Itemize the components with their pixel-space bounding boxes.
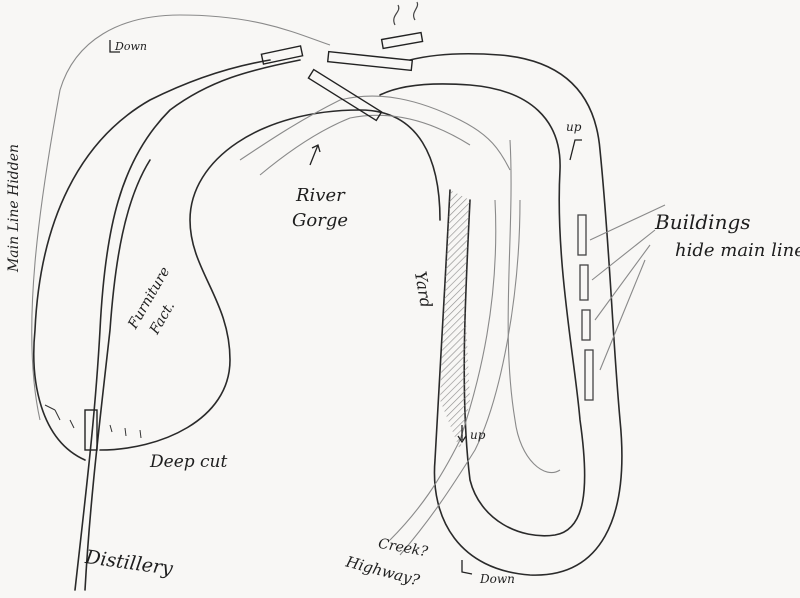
steam-squiggles <box>393 1 419 26</box>
deep-cut-bridge <box>84 409 98 451</box>
bridge-3 <box>307 68 383 122</box>
building-pointers <box>589 204 666 371</box>
label-main-line-hidden: Main Line Hidden <box>6 143 23 273</box>
label-deep-cut: Deep cut <box>150 452 228 472</box>
label-gorge: Gorge <box>292 210 348 231</box>
label-down-bottom: Down <box>480 572 515 586</box>
river <box>239 95 511 171</box>
outer-main-line <box>31 14 331 421</box>
bridge-4 <box>380 31 424 50</box>
yard-shading <box>440 190 470 450</box>
river-2 <box>259 114 471 176</box>
label-up-right: up <box>566 120 582 134</box>
yard-inner <box>379 83 586 537</box>
down-arrow-bottom <box>461 560 473 575</box>
buildings <box>577 214 594 401</box>
outer-loop-left <box>33 59 271 461</box>
yard-left-edge <box>409 53 623 576</box>
inner-loop <box>99 109 441 451</box>
label-buildings: Buildings <box>655 210 751 234</box>
label-up-yard: up <box>470 428 486 442</box>
deep-cut-hatch <box>44 404 142 439</box>
gorge-arrow <box>309 144 321 166</box>
creek <box>389 199 497 541</box>
highway <box>399 199 521 556</box>
bridge-1 <box>260 45 304 65</box>
up-arrow-yard <box>457 425 467 444</box>
yard-track <box>507 139 561 474</box>
label-hide-main-line: hide main line <box>675 240 800 261</box>
up-arrow-right <box>569 139 582 161</box>
distillery-line <box>74 59 301 591</box>
down-arrow-top <box>109 40 120 53</box>
label-down-top: Down <box>115 40 147 53</box>
label-river: River <box>296 185 345 206</box>
bridge-2 <box>326 50 414 72</box>
distillery-line-2 <box>84 159 151 591</box>
